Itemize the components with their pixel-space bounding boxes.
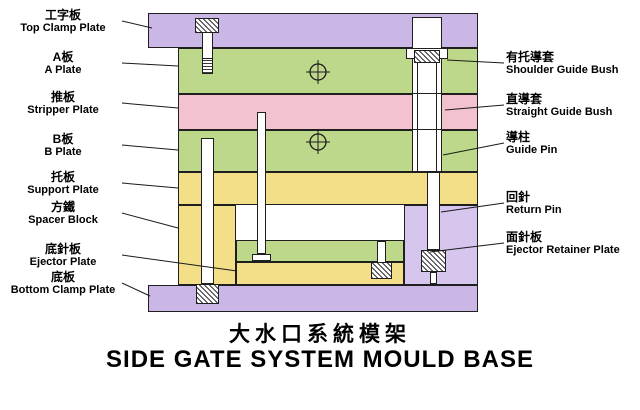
ejector-retainer-plate (236, 240, 404, 262)
label-en: Spacer Block (28, 214, 98, 227)
label-straight-guide-bush: 直導套 Straight Guide Bush (506, 92, 638, 119)
label-b-plate: B板 B Plate (4, 132, 122, 159)
ejector-screw-head (371, 262, 392, 279)
label-zh: 直導套 (506, 92, 543, 106)
label-stripper-plate: 推板 Stripper Plate (4, 90, 122, 117)
label-zh: 推板 (50, 90, 75, 104)
label-zh: 面針板 (506, 230, 543, 244)
return-pin (427, 172, 440, 250)
diagram-title-english: SIDE GATE SYSTEM MOULD BASE (106, 346, 534, 373)
label-en: Guide Pin (506, 144, 558, 157)
screw-crosshair-icon (306, 60, 330, 84)
diagram-title-chinese: 大水口系統模架 (229, 323, 411, 346)
leader-line (121, 212, 179, 229)
label-zh: B板 (52, 132, 74, 146)
ejector-plate (236, 262, 404, 285)
label-zh: 導柱 (506, 130, 531, 144)
leader-line (121, 102, 179, 109)
return-pin-screw-head (421, 250, 446, 272)
label-zh: 有托導套 (506, 50, 555, 64)
label-zh: 工字板 (44, 8, 81, 22)
label-return-pin: 回針 Return Pin (506, 190, 638, 217)
label-en: Support Plate (27, 184, 99, 197)
label-en: B Plate (44, 146, 82, 159)
ejector-screw-shaft (377, 241, 386, 263)
label-en: Bottom Clamp Plate (10, 284, 116, 297)
screw-head-bottom-left (196, 284, 219, 304)
label-en: Ejector Plate (29, 256, 97, 269)
cap-screw-threads (202, 58, 213, 74)
guide-pin (417, 58, 437, 172)
label-en: Return Pin (506, 204, 562, 217)
leader-line (121, 62, 179, 67)
label-en: Top Clamp Plate (20, 22, 106, 35)
label-en: Stripper Plate (27, 104, 99, 117)
label-en: Ejector Retainer Plate (506, 244, 620, 257)
label-spacer-block: 方鐵 Spacer Block (4, 200, 122, 227)
label-zh: 回針 (506, 190, 531, 204)
label-zh: A板 (52, 50, 74, 64)
label-en: Shoulder Guide Bush (506, 64, 619, 77)
label-en: A Plate (44, 64, 82, 77)
label-zh: 底針板 (44, 242, 81, 256)
leader-line (121, 182, 179, 189)
label-guide-pin: 導柱 Guide Pin (506, 130, 638, 157)
label-zh: 托板 (50, 170, 75, 184)
label-zh: 方鐵 (50, 200, 75, 214)
label-en: Straight Guide Bush (506, 106, 613, 119)
leader-line (121, 144, 179, 151)
label-bottom-clamp-plate: 底板 Bottom Clamp Plate (4, 270, 122, 297)
ejector-pin-head (252, 254, 271, 261)
straight-guide-bush-edge (412, 93, 442, 94)
shoulder-guide-bush-section (414, 50, 440, 63)
guide-bush-lower-edge (412, 129, 442, 130)
cap-screw-head (195, 18, 219, 33)
label-zh: 底板 (50, 270, 75, 284)
screw-crosshair-icon (306, 130, 330, 154)
label-ejector-retainer-plate: 面針板 Ejector Retainer Plate (506, 230, 638, 257)
return-pin-tail (430, 272, 437, 284)
leader-line (121, 282, 151, 297)
label-shoulder-guide-bush: 有托導套 Shoulder Guide Bush (506, 50, 638, 77)
spacer-block-right (404, 205, 478, 285)
return-pin-left (201, 138, 214, 284)
label-a-plate: A板 A Plate (4, 50, 122, 77)
label-support-plate: 托板 Support Plate (4, 170, 122, 197)
cap-screw-shaft (202, 32, 213, 59)
label-ejector-plate: 底針板 Ejector Plate (4, 242, 122, 269)
label-top-clamp-plate: 工字板 Top Clamp Plate (4, 8, 122, 35)
ejector-pin (257, 112, 266, 254)
